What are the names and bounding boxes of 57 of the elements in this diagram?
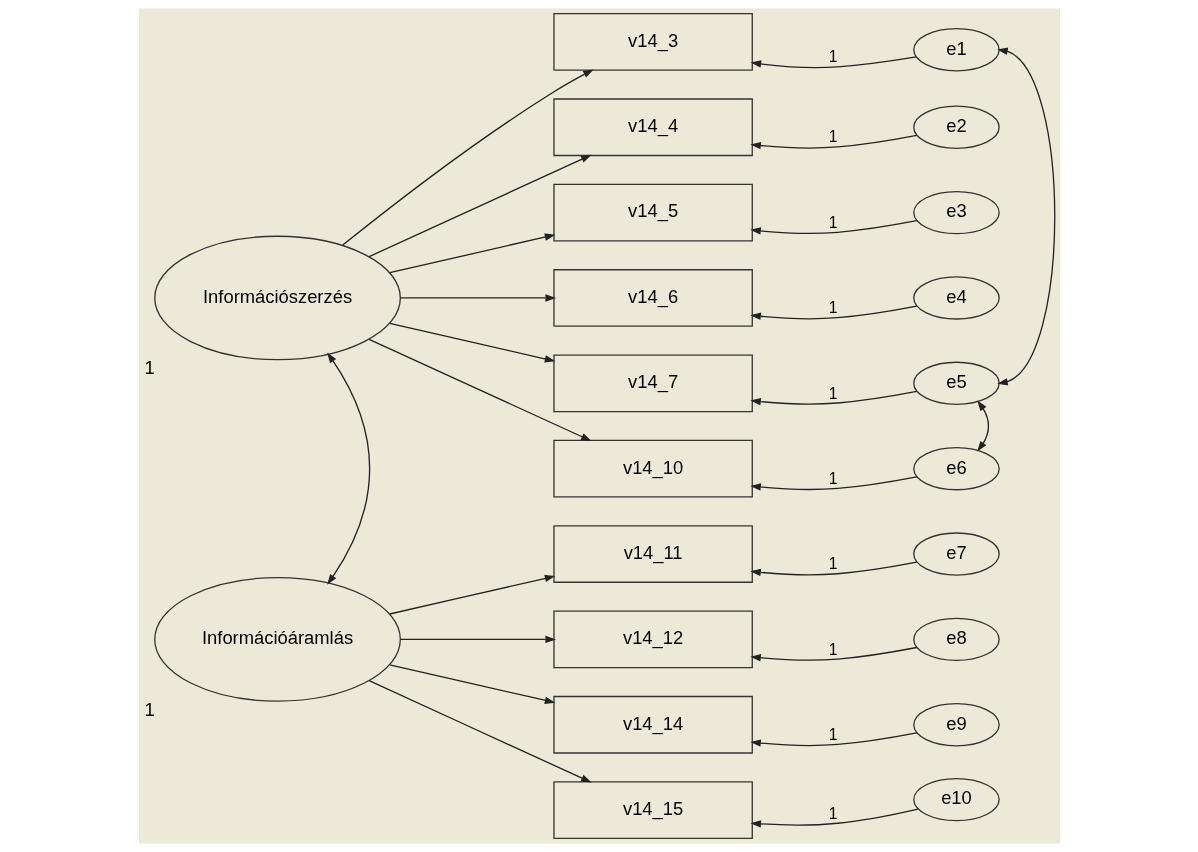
node-ellipse: e5 (912, 361, 1000, 406)
node-box: v14_5 (552, 183, 753, 242)
edge-label: 1 (828, 469, 837, 487)
node-ellipse: e8 (912, 617, 1000, 662)
arrow (749, 808, 918, 828)
node-ellipse: e9 (912, 703, 1000, 747)
arrow (368, 338, 592, 442)
node-box: v14_14 (552, 695, 753, 754)
arrow (749, 732, 917, 747)
edge-label: 1 (828, 725, 837, 743)
edge-label: 1 (828, 384, 837, 402)
arrow (996, 47, 1055, 386)
node-box: v14_3 (552, 13, 753, 71)
node-box: v14_7 (552, 354, 753, 413)
edge-label: 1 (828, 555, 837, 573)
node-box: v14_10 (552, 439, 753, 498)
node-box: v14_12 (552, 610, 753, 669)
arrow (368, 154, 592, 258)
node-ellipse: e4 (912, 276, 1000, 320)
arrow (749, 220, 917, 235)
node-box: v14_15 (552, 781, 753, 839)
arrow (388, 664, 555, 704)
node-box: v14_4 (552, 98, 753, 157)
node-ellipse: Információszerzés (153, 235, 401, 361)
edge-label: 1 (828, 299, 837, 317)
edge-label: 1 (828, 48, 837, 66)
arrow (388, 322, 555, 363)
arrow (341, 69, 594, 246)
arrow (399, 294, 556, 302)
edge-label: 1 (828, 640, 837, 658)
arrow (749, 476, 917, 491)
node-ellipse: e10 (912, 777, 1000, 822)
node-label: 1 (143, 698, 155, 720)
edge-label: 1 (828, 804, 837, 822)
node-box: v14_6 (552, 269, 753, 327)
edge-label: 1 (828, 128, 837, 146)
arrow (750, 56, 917, 69)
node-ellipse: e6 (912, 446, 1000, 491)
arrow (749, 646, 917, 662)
arrow (399, 635, 556, 644)
node-ellipse: e7 (912, 532, 1000, 576)
node-ellipse: e1 (912, 28, 1000, 72)
node-box: v14_11 (552, 525, 753, 583)
edge-label: 1 (828, 213, 837, 231)
arrow (388, 574, 555, 615)
arrow (368, 680, 592, 783)
arrow (388, 233, 555, 274)
arrow (749, 561, 917, 577)
arrow (749, 390, 917, 406)
node-ellipse: e3 (912, 190, 1000, 235)
node-label: 1 (143, 357, 155, 379)
node-ellipse: e2 (912, 105, 1000, 149)
arrow (749, 134, 917, 150)
node-ellipse: Információáramlás (153, 577, 401, 702)
arrow (326, 352, 370, 585)
arrow (749, 305, 917, 320)
arrow (976, 400, 989, 452)
